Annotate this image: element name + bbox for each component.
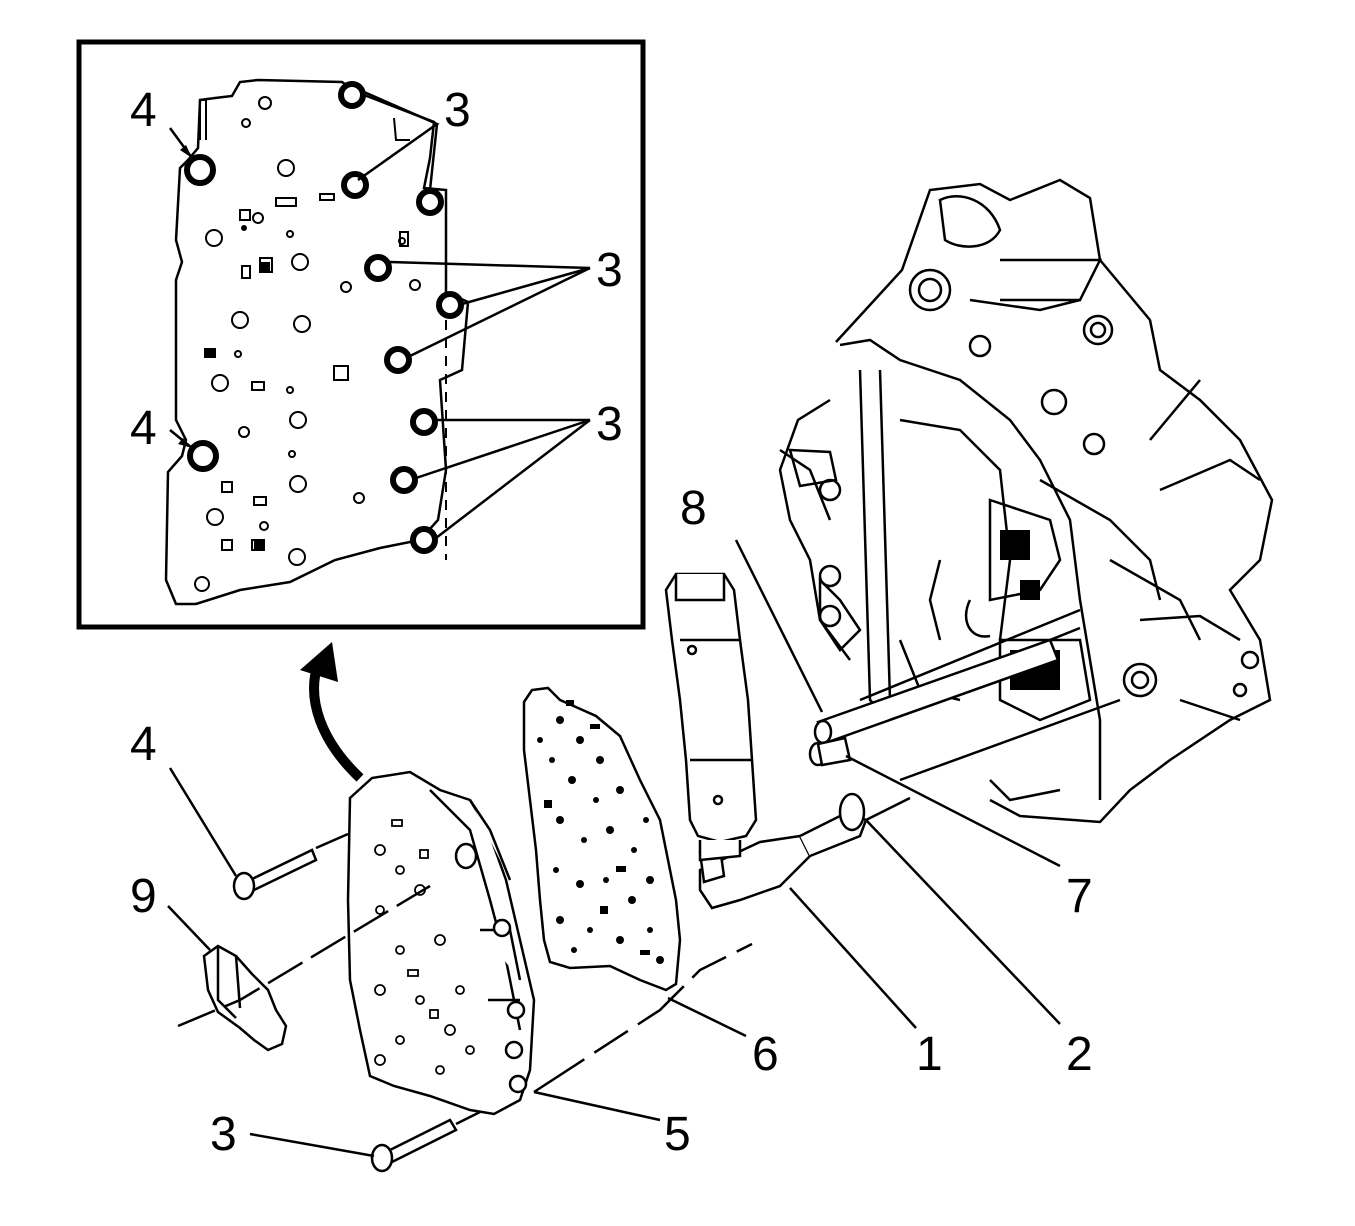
callout-inset-4-bottom: 4 [130,402,157,455]
callout-6: 6 [752,1028,779,1081]
callout-2: 2 [1066,1028,1093,1081]
bolt-long [232,848,318,901]
inset-boss-e [416,188,444,216]
inset-frame [76,39,646,630]
inset-bolt-bosses [184,81,464,554]
inset-boss-a [184,154,216,186]
callout-5: 5 [664,1108,691,1161]
inset-boss-i [410,408,438,436]
harness-sleeve [664,572,758,862]
callout-8: 8 [680,482,707,535]
callout-inset-4-top: 4 [130,84,157,137]
inset-valve-body-outline [164,78,470,606]
inset-boss-k [410,526,438,554]
inset-boss-g [436,291,464,319]
callout-leaders [167,539,1061,1158]
inset-leader-tips [178,145,192,448]
callout-inset-3-mid: 3 [596,244,623,297]
callout-inset-3-low: 3 [596,398,623,451]
inset-tab [199,99,207,140]
inset-solid-marks [204,225,270,550]
callout-inset-3-top: 3 [444,84,471,137]
inset-boss-h [384,346,412,374]
inset-boss-f [364,254,392,282]
callout-1: 1 [916,1028,943,1081]
inset-boss-j [390,466,418,494]
spacer-plate [522,686,682,992]
inset-holes [194,96,421,592]
curved-arrow-icon [300,642,364,782]
valve-body [346,770,536,1116]
callout-3: 3 [210,1108,237,1161]
tubes-7-8 [808,638,1060,767]
inset-boss-c [338,81,366,109]
spacer-plate-perforations [537,700,664,964]
callout-9: 9 [130,870,157,923]
assembly-centerlines [177,832,753,1126]
inset-detail-view: 4 4 3 3 3 [76,39,646,630]
inset-boss-b [187,440,219,472]
callout-7: 7 [1066,870,1093,923]
callout-4: 4 [130,718,157,771]
valve-body-holes [374,819,475,1075]
bolt-short [370,1118,458,1173]
